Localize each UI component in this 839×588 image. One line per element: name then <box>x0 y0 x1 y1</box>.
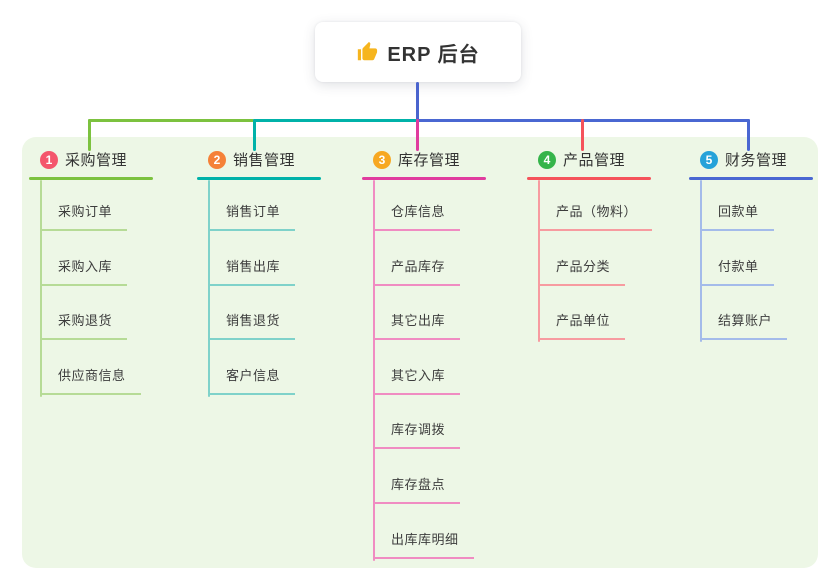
child-node-label: 供应商信息 <box>40 366 141 395</box>
branch-connector-line <box>416 119 419 151</box>
branch-trunk-line <box>700 180 702 343</box>
child-node[interactable]: 其它出库 <box>373 311 461 341</box>
branch-trunk-line <box>373 180 375 561</box>
child-node[interactable]: 付款单 <box>700 257 774 286</box>
child-node-label: 库存调拨 <box>373 420 461 450</box>
branch-connector-line <box>581 119 584 151</box>
child-node[interactable]: 结算账户 <box>700 311 788 341</box>
child-node-label: 其它出库 <box>373 311 461 341</box>
child-node-label: 产品（物料） <box>538 202 653 231</box>
child-node[interactable]: 产品分类 <box>538 257 626 286</box>
branch-node-1[interactable]: 1 采购管理 <box>29 148 153 180</box>
branch-number-badge: 5 <box>700 150 718 169</box>
branch-trunk-line <box>40 180 42 397</box>
child-node[interactable]: 产品库存 <box>373 257 461 286</box>
root-node-label: ERP 后台 <box>387 43 480 66</box>
branch-label: 销售管理 <box>233 152 296 169</box>
child-node[interactable]: 采购退货 <box>40 311 128 341</box>
child-node-label: 产品库存 <box>373 257 461 286</box>
child-node[interactable]: 采购入库 <box>40 257 128 286</box>
child-node[interactable]: 产品（物料） <box>538 202 653 231</box>
child-node[interactable]: 回款单 <box>700 202 774 231</box>
branch-underline <box>362 177 486 180</box>
child-node[interactable]: 库存盘点 <box>373 475 461 504</box>
root-connector-line <box>416 82 419 122</box>
child-node-label: 采购订单 <box>40 202 128 231</box>
branch-number-badge: 3 <box>373 150 391 169</box>
branch-node-3[interactable]: 3 库存管理 <box>362 148 486 180</box>
child-node-label: 客户信息 <box>208 366 296 395</box>
child-node-label: 库存盘点 <box>373 475 461 504</box>
branch-connector-line <box>88 119 91 151</box>
child-node[interactable]: 供应商信息 <box>40 366 141 395</box>
child-node[interactable]: 销售出库 <box>208 257 296 286</box>
child-node-label: 销售退货 <box>208 311 296 341</box>
child-node-label: 付款单 <box>700 257 774 286</box>
branch-underline <box>689 177 813 180</box>
branch-label: 采购管理 <box>65 152 128 169</box>
child-node[interactable]: 采购订单 <box>40 202 128 231</box>
branch-underline <box>197 177 321 180</box>
branches-panel <box>22 137 818 568</box>
thumbs-up-icon <box>356 41 378 63</box>
branch-number-badge: 1 <box>40 150 58 169</box>
child-node-label: 产品分类 <box>538 257 626 286</box>
child-node[interactable]: 出库库明细 <box>373 530 474 559</box>
branch-underline <box>29 177 153 180</box>
child-node-label: 其它入库 <box>373 366 461 395</box>
branch-label: 库存管理 <box>398 152 461 169</box>
child-node-label: 销售订单 <box>208 202 296 231</box>
branch-number-badge: 2 <box>208 150 226 169</box>
branch-node-2[interactable]: 2 销售管理 <box>197 148 321 180</box>
branch-node-5[interactable]: 5 财务管理 <box>689 148 813 180</box>
child-node-label: 采购入库 <box>40 257 128 286</box>
branch-trunk-line <box>208 180 210 397</box>
child-node-label: 产品单位 <box>538 311 626 341</box>
branch-connector-line <box>747 119 750 151</box>
branch-label: 产品管理 <box>563 152 626 169</box>
branch-number-badge: 4 <box>538 150 556 169</box>
child-node-label: 销售出库 <box>208 257 296 286</box>
child-node[interactable]: 销售退货 <box>208 311 296 341</box>
child-node[interactable]: 销售订单 <box>208 202 296 231</box>
child-node-label: 结算账户 <box>700 311 788 341</box>
child-node[interactable]: 其它入库 <box>373 366 461 395</box>
connector-bus-segment <box>253 119 417 122</box>
child-node[interactable]: 客户信息 <box>208 366 296 395</box>
child-node-label: 采购退货 <box>40 311 128 341</box>
child-node[interactable]: 库存调拨 <box>373 420 461 450</box>
branch-trunk-line <box>538 180 540 343</box>
branch-label: 财务管理 <box>725 152 788 169</box>
child-node-label: 仓库信息 <box>373 202 461 231</box>
child-node-label: 回款单 <box>700 202 774 231</box>
branch-node-4[interactable]: 4 产品管理 <box>527 148 651 180</box>
root-node[interactable]: ERP 后台 <box>315 22 521 82</box>
branch-underline <box>527 177 651 180</box>
child-node-label: 出库库明细 <box>373 530 474 559</box>
branch-connector-line <box>253 119 256 151</box>
child-node[interactable]: 产品单位 <box>538 311 626 341</box>
child-node[interactable]: 仓库信息 <box>373 202 461 231</box>
connector-bus-segment <box>88 119 254 122</box>
